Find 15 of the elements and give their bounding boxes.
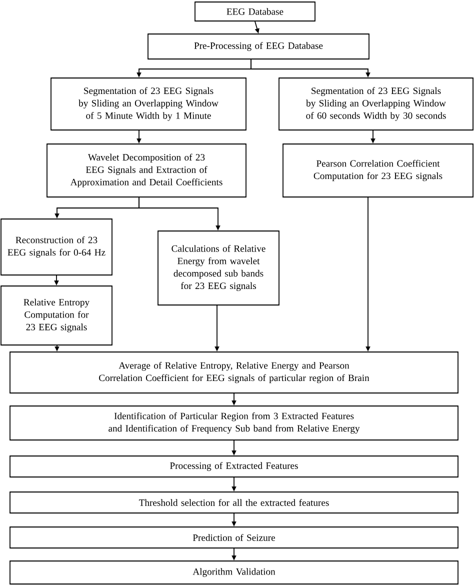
process-box: Processing of Extracted Features <box>10 456 458 478</box>
process-box: Segmentation of 23 EEG Signals by Sliding an Overlapping Window of 5 Minute Width by 1 Minute <box>50 78 246 130</box>
process-box: Wavelet Decomposition of 23 EEG Signals and Extraction of Approximation and Detail Coefficients <box>46 144 246 198</box>
process-box: Prediction of Seizure <box>10 526 458 548</box>
process-box: Pre-Processing of EEG Database <box>148 34 370 60</box>
process-box: Relative Entropy Computation for 23 EEG signals <box>0 286 112 346</box>
process-box: Reconstruction of 23 EEG signals for 0-64 Hz <box>0 218 112 276</box>
process-box: Algorithm Validation <box>10 560 458 584</box>
process-box: EEG Database <box>194 2 316 22</box>
process-box: Average of Relative Entropy, Relative Energy and Pearson Correlation Coefficient for EEG signals of particular region of Brain <box>10 352 458 394</box>
process-box: Identification of Particular Region from 3 Extracted Features and Identification of Frequency Sub band from Relative Energy <box>10 406 458 440</box>
process-box: Segmentation of 23 EEG Signals by Sliding an Overlapping Window of 60 seconds Width by 30 seconds <box>278 78 474 130</box>
process-box: Calculations of Relative Energy from wavelet decomposed sub bands for 23 EEG signals <box>158 230 280 306</box>
process-box: Threshold selection for all the extracted features <box>10 492 458 514</box>
process-box: Pearson Correlation Coefficient Computation for 23 EEG signals <box>282 144 474 198</box>
